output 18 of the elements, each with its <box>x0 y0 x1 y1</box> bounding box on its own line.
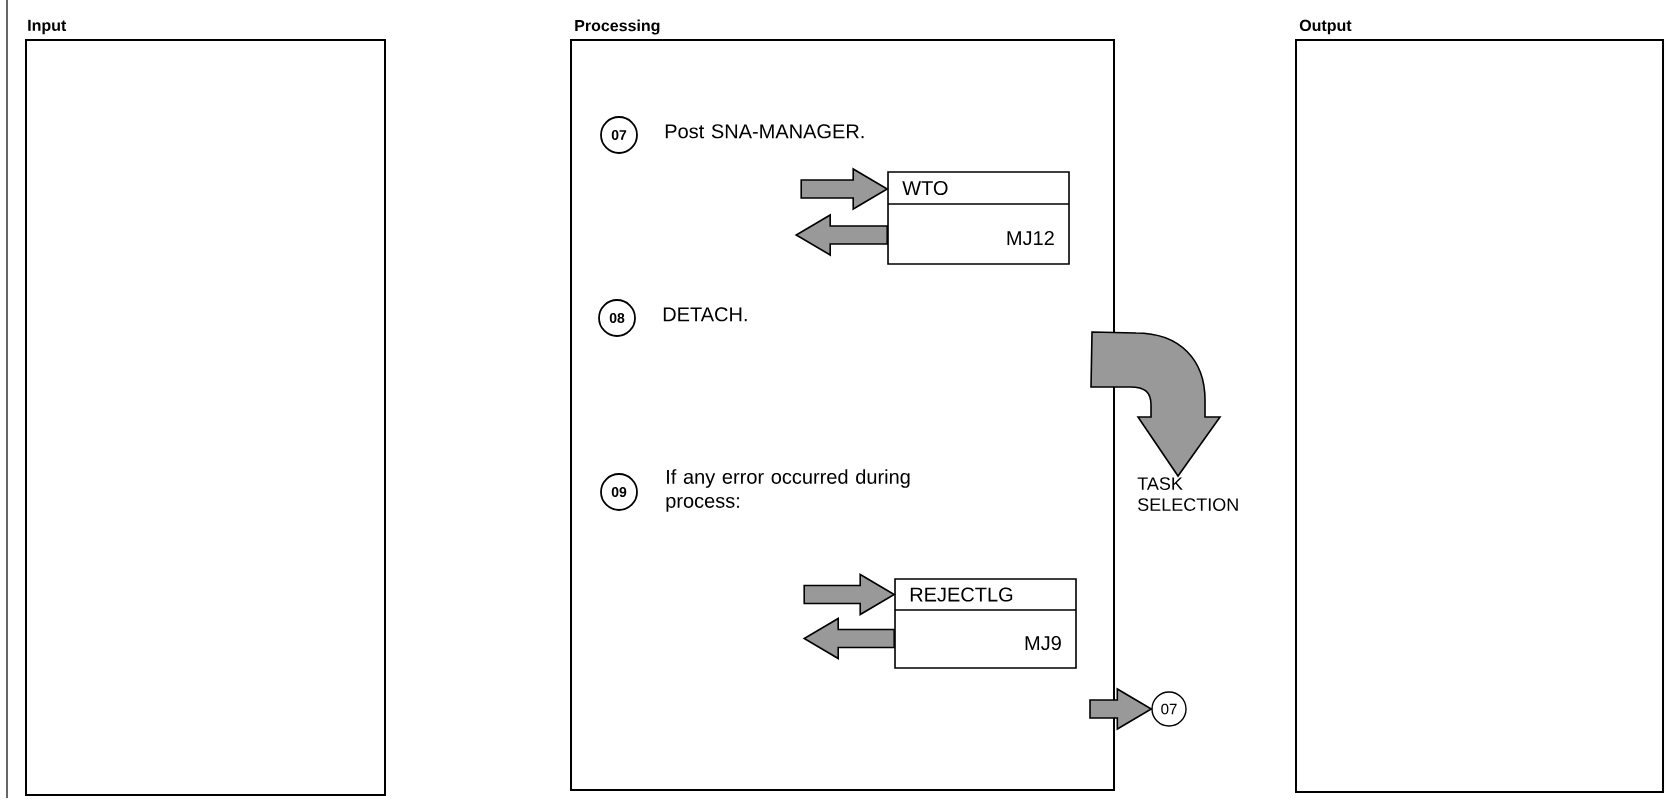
step-text: Post SNA-MANAGER. <box>665 124 864 139</box>
panel-heading: Processing <box>575 19 660 35</box>
step-number: 08 <box>598 299 636 337</box>
step-text: DETACH. <box>663 307 747 322</box>
block-arrow <box>802 617 895 660</box>
block-arrow <box>794 213 888 257</box>
block-arrow <box>1089 687 1153 731</box>
step-number: 09 <box>600 473 638 511</box>
module-box: REJECTLG MJ9 <box>894 578 1077 669</box>
block-arrow <box>803 573 896 616</box>
module-box: WTO MJ12 <box>887 171 1070 265</box>
step-number: 07 <box>600 116 638 154</box>
step-text: If any error occurred during process: <box>666 469 910 512</box>
curved-block-arrow <box>1090 331 1221 477</box>
target-label: TASK SELECTION <box>1137 477 1238 511</box>
panel-heading: Input <box>28 19 67 35</box>
block-arrow <box>800 167 889 211</box>
panel-heading: Output <box>1299 19 1352 35</box>
